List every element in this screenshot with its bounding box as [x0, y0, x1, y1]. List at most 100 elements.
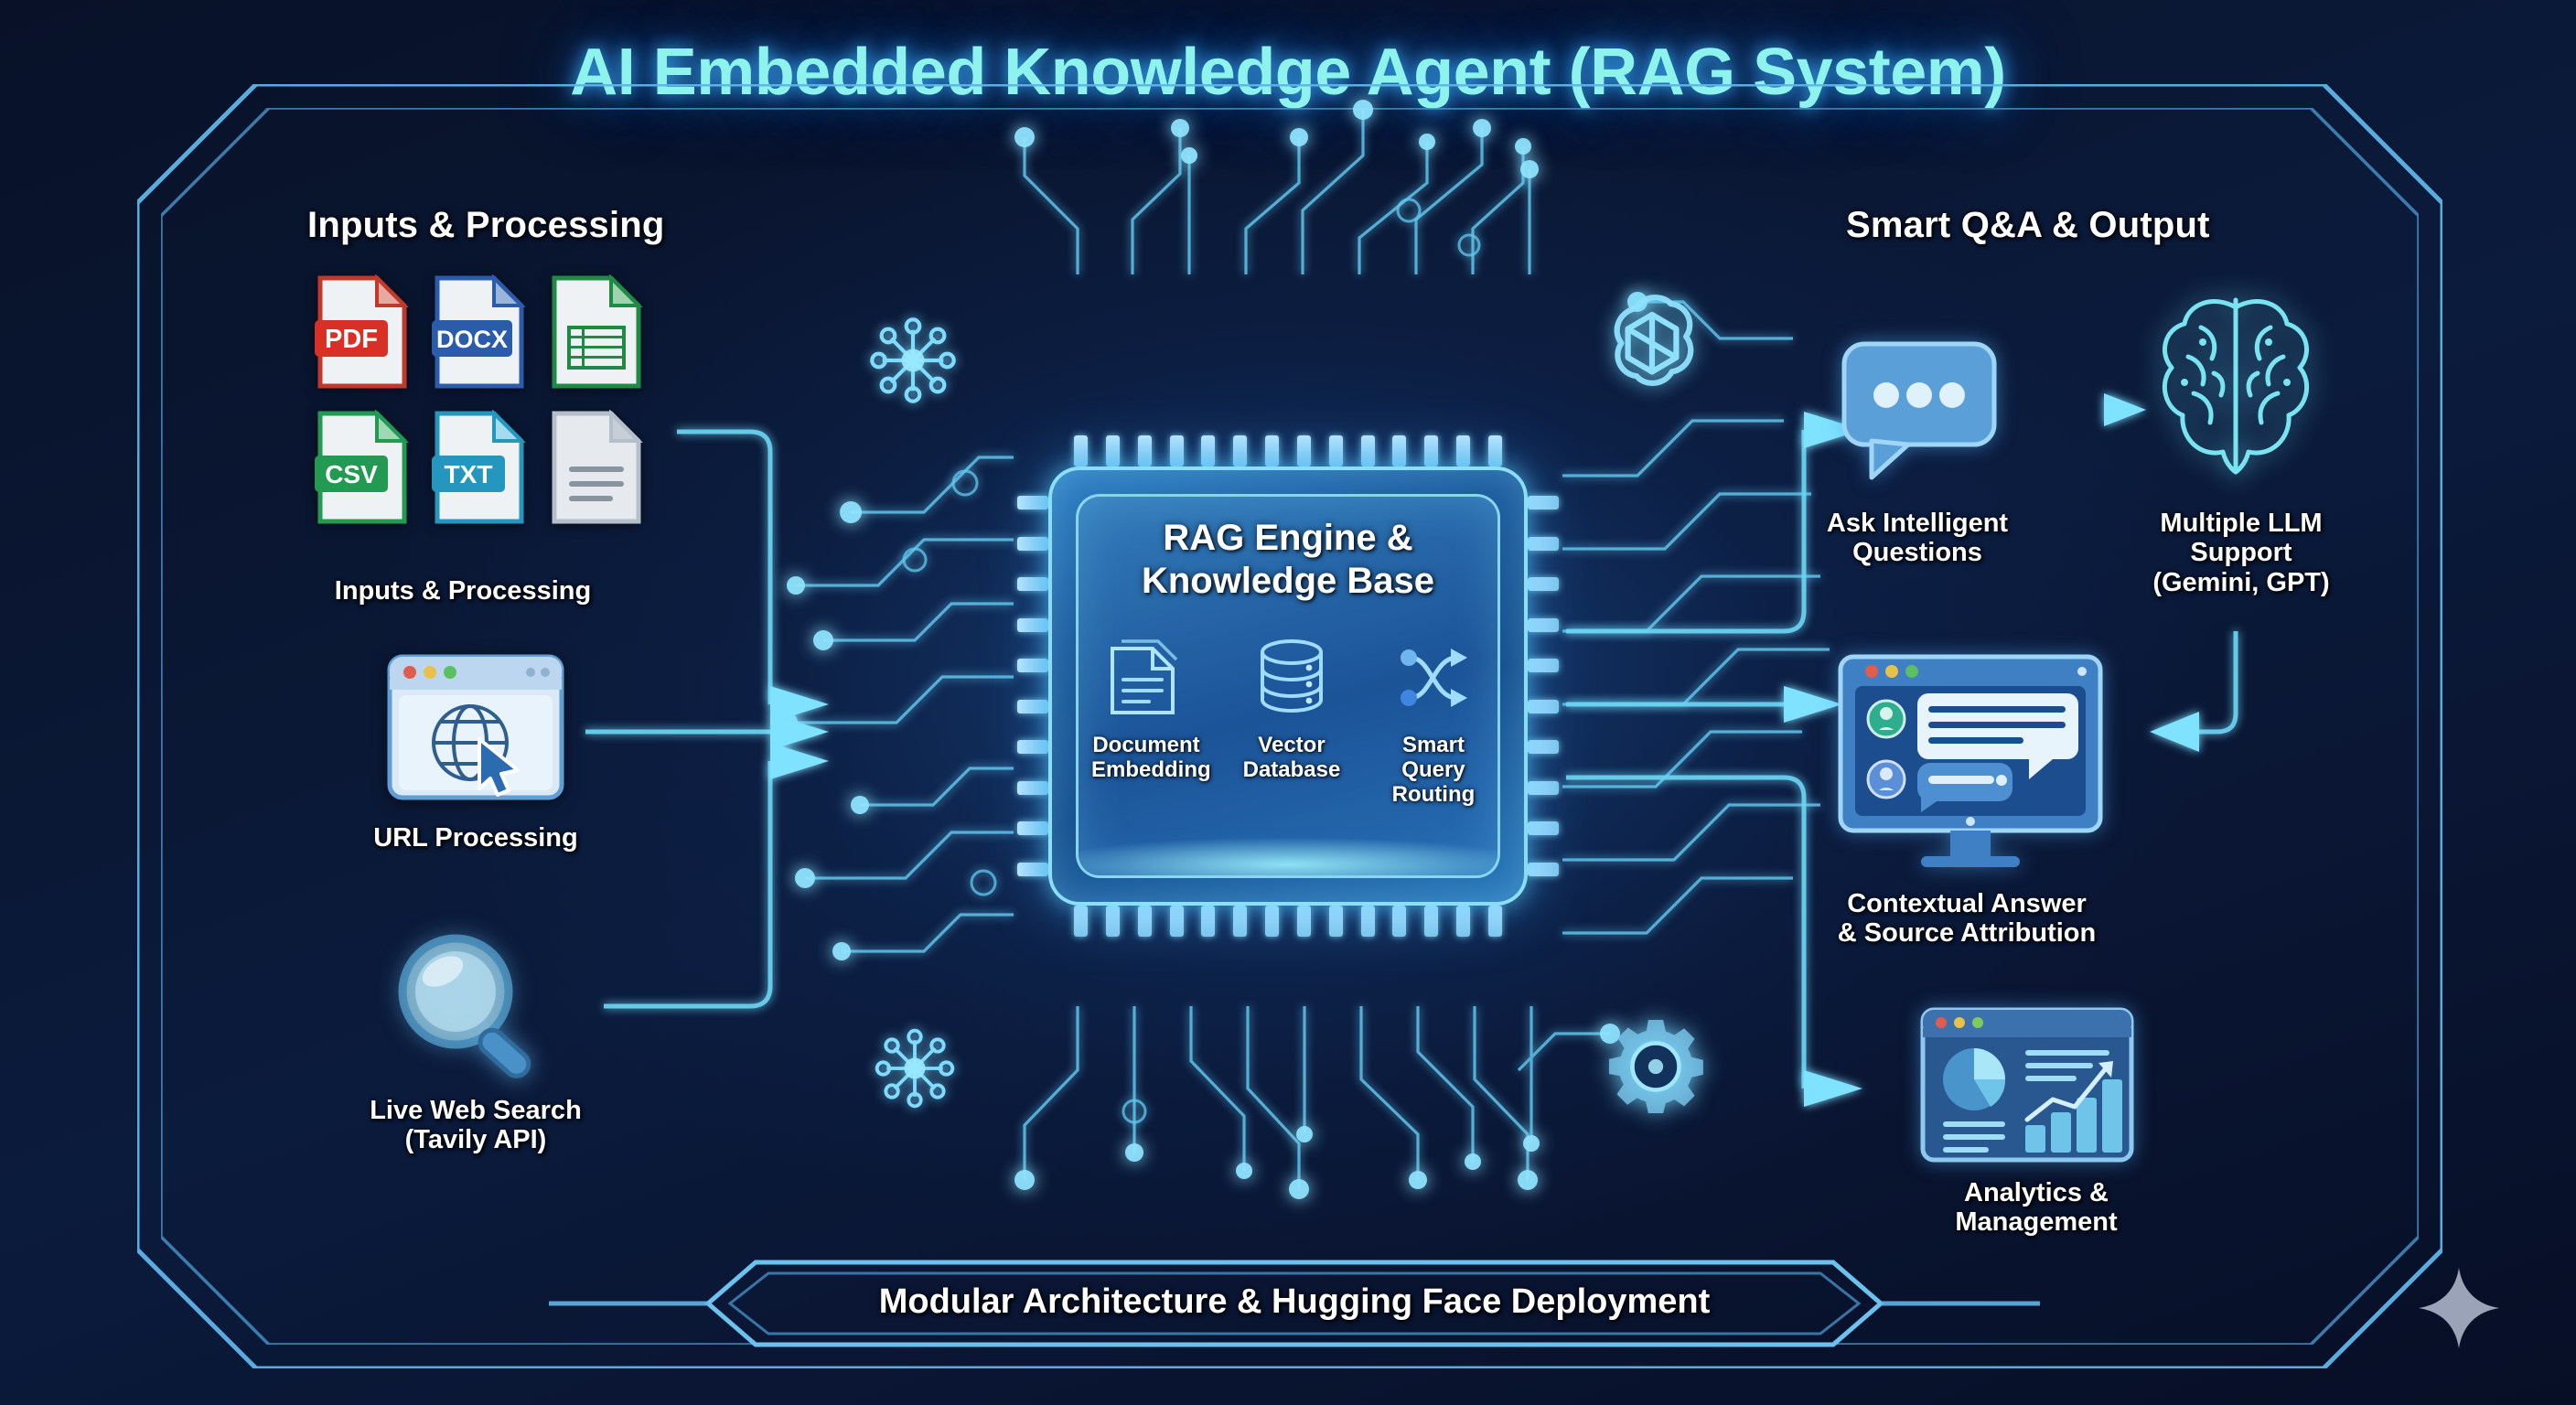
- stage-label: Vector Database: [1242, 733, 1341, 782]
- chip-pin: [1017, 577, 1048, 592]
- file-types-row-2: CSV TXT: [315, 410, 662, 525]
- stage-label: Smart Query Routing: [1391, 733, 1476, 807]
- chip-pin: [1074, 435, 1088, 467]
- chip-pin: [1487, 906, 1502, 937]
- file-types-group: PDF DOCX: [315, 274, 662, 545]
- chip-pin: [1017, 821, 1048, 836]
- txt-file-icon[interactable]: TXT: [432, 410, 527, 525]
- brain-icon[interactable]: [2146, 285, 2325, 483]
- svg-text:DOCX: DOCX: [436, 326, 508, 353]
- chip-pin: [1528, 496, 1559, 509]
- generic-document-icon[interactable]: [549, 410, 644, 525]
- contextual-answer-caption: Contextual Answer & Source Attribution: [1837, 889, 2097, 949]
- chip-pin: [1487, 435, 1502, 467]
- chip-pin: [1392, 435, 1407, 467]
- chip-pin: [1265, 906, 1280, 937]
- monitor-chat-icon[interactable]: [1833, 649, 2108, 878]
- page-title: AI Embedded Knowledge Agent (RAG System): [570, 36, 2006, 109]
- csv-file-icon[interactable]: CSV: [315, 410, 410, 525]
- chip-pin: [1137, 906, 1152, 937]
- chip-pin: [1017, 740, 1048, 755]
- chip-pin: [1528, 617, 1559, 632]
- pdf-file-icon[interactable]: PDF: [315, 274, 410, 390]
- chip-pin: [1528, 536, 1559, 551]
- magnifying-glass-icon[interactable]: [388, 924, 556, 1092]
- chip-pin: [1233, 906, 1248, 937]
- file-types-caption: Inputs & Processing: [334, 576, 592, 606]
- svg-text:PDF: PDF: [325, 325, 378, 354]
- chip-title: RAG Engine & Knowledge Base: [1141, 518, 1435, 602]
- file-types-row-1: PDF DOCX: [315, 274, 662, 390]
- docx-file-icon[interactable]: DOCX: [432, 274, 527, 390]
- chip-pin: [1233, 435, 1248, 467]
- svg-text:CSV: CSV: [325, 460, 378, 488]
- footer-banner-text: Modular Architecture & Hugging Face Depl…: [878, 1282, 1711, 1321]
- network-hub-icon: [870, 317, 956, 403]
- rag-engine-chip: RAG Engine & Knowledge Base Docu: [1014, 393, 1562, 979]
- stage-vector-database[interactable]: Vector Database: [1240, 636, 1343, 783]
- chip-pin: [1296, 906, 1311, 937]
- chip-pin: [1328, 435, 1343, 467]
- chat-bubble-icon[interactable]: [1839, 338, 2000, 485]
- chip-pin: [1017, 659, 1048, 673]
- stage-document-embedding[interactable]: Document Embedding: [1091, 636, 1211, 783]
- url-processing-caption: URL Processing: [373, 823, 578, 853]
- chip-pin: [1424, 906, 1439, 937]
- gear-icon: [1608, 1019, 1703, 1114]
- chip-pin: [1456, 435, 1471, 467]
- chip-pin: [1017, 699, 1048, 713]
- ask-questions-caption: Ask Intelligent Questions: [1826, 509, 2009, 568]
- stage-arrow-icon: [1201, 636, 1240, 672]
- document-stack-icon: [1111, 639, 1178, 714]
- spreadsheet-file-icon[interactable]: [549, 274, 644, 390]
- chip-pin: [1017, 496, 1048, 509]
- chip-pin: [1528, 821, 1559, 836]
- chip-pins-right: [1528, 496, 1559, 876]
- chip-pin: [1360, 906, 1375, 937]
- chip-pin: [1265, 435, 1280, 467]
- stage-arrow-icon: [1343, 636, 1382, 672]
- chip-pin: [1201, 435, 1216, 467]
- openai-knot-icon: [1614, 295, 1694, 386]
- chip-pin: [1169, 906, 1184, 937]
- four-point-star-icon: [2418, 1267, 2500, 1349]
- chip-pin: [1328, 906, 1343, 937]
- shuffle-routing-icon: [1400, 649, 1467, 707]
- chip-pin: [1105, 435, 1120, 467]
- analytics-dashboard-icon[interactable]: [1917, 1004, 2137, 1165]
- network-hub-icon: [875, 1028, 955, 1109]
- chip-pin: [1528, 740, 1559, 755]
- left-section-heading: Inputs & Processing: [307, 205, 665, 245]
- chip-pin: [1137, 435, 1152, 467]
- chip-pin: [1528, 699, 1559, 713]
- database-cylinder-icon: [1260, 639, 1323, 713]
- chip-pin: [1105, 906, 1120, 937]
- chip-pins-top: [1074, 435, 1502, 467]
- chip-pin: [1360, 435, 1375, 467]
- live-web-search-caption: Live Web Search (Tavily API): [370, 1096, 582, 1155]
- chip-pin: [1528, 659, 1559, 673]
- pipeline-stages: Document Embedding: [1091, 636, 1485, 808]
- chip-pin: [1392, 906, 1407, 937]
- chip-pin: [1074, 906, 1088, 937]
- multiple-llm-caption: Multiple LLM Support (Gemini, GPT): [2152, 509, 2330, 597]
- chip-pin: [1201, 906, 1216, 937]
- stage-smart-query-routing[interactable]: Smart Query Routing: [1382, 636, 1485, 808]
- chip-pin: [1528, 780, 1559, 795]
- chip-pin: [1017, 862, 1048, 876]
- chip-pin: [1017, 536, 1048, 551]
- footer-banner: Modular Architecture & Hugging Face Depl…: [704, 1259, 1884, 1348]
- chip-pin: [1528, 862, 1559, 876]
- chip-pin: [1456, 906, 1471, 937]
- chip-pins-left: [1017, 496, 1048, 876]
- chip-pin: [1169, 435, 1184, 467]
- chip-pin: [1296, 435, 1311, 467]
- chip-pin: [1017, 780, 1048, 795]
- right-section-heading: Smart Q&A & Output: [1846, 205, 2210, 245]
- chip-pin: [1424, 435, 1439, 467]
- chip-pins-bottom: [1074, 906, 1502, 937]
- browser-globe-cursor-icon[interactable]: [384, 651, 567, 803]
- svg-text:TXT: TXT: [445, 460, 493, 488]
- stage-label: Document Embedding: [1091, 733, 1211, 782]
